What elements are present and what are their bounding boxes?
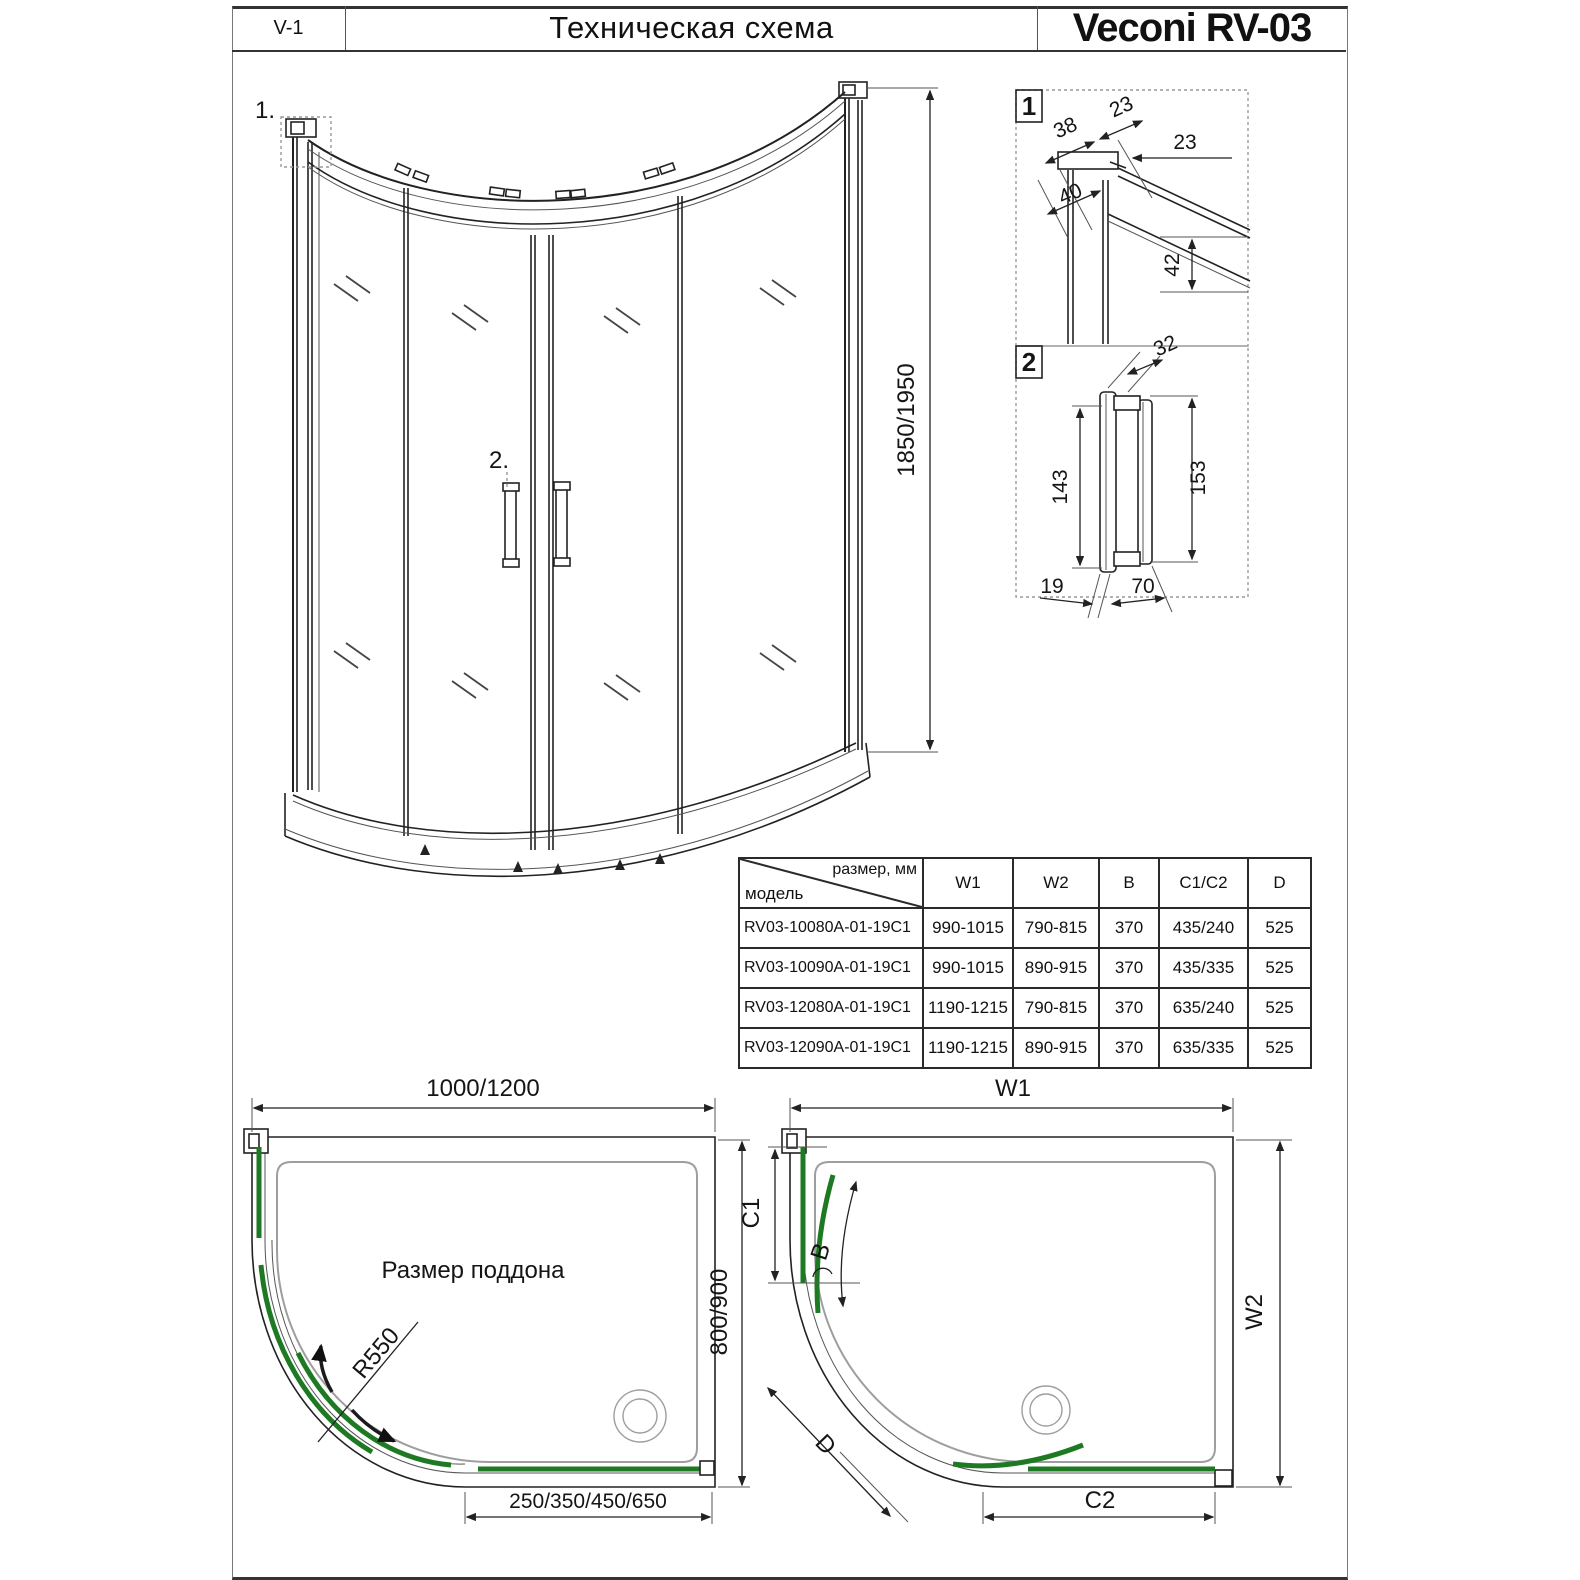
cell-w2: 790-815: [1012, 987, 1100, 1029]
cell-d: 525: [1247, 947, 1312, 989]
cell-d: 525: [1247, 1027, 1312, 1069]
panel-mullions: [403, 188, 683, 850]
wall-end-bracket: [699, 1460, 715, 1476]
table-row: RV03-12080A-01-19C1 1190-1215 790-815 37…: [738, 987, 1312, 1029]
cell-w1: 990-1015: [922, 947, 1014, 989]
right-post-cap: [838, 81, 868, 99]
tray-outline-right: [814, 1161, 1216, 1463]
col-b: B: [1098, 857, 1160, 909]
col-w2: W2: [1012, 857, 1100, 909]
handle-front-bar: [1099, 391, 1117, 573]
table-corner-cell: размер, мм модель: [738, 857, 924, 909]
door-bottom-guides: [420, 844, 665, 874]
col-d: D: [1247, 857, 1312, 909]
front-view: 1. 2. 1850/1950: [255, 81, 938, 878]
detail1-dim-38: 38: [1050, 113, 1081, 144]
cell-c1c2: 435/335: [1158, 947, 1249, 989]
plan-left: R550 Размер поддона 1000/1200 800/900 25…: [243, 1075, 750, 1524]
model-name: RV03-10080A-01-19C1: [738, 907, 924, 949]
glass-hatch-marks: [333, 275, 797, 701]
cell-d: 525: [1247, 907, 1312, 949]
left-post-cap: [285, 118, 317, 138]
col-w1: W1: [922, 857, 1014, 909]
callout-2-label: 2.: [489, 447, 509, 474]
model-name: RV03-10090A-01-19C1: [738, 947, 924, 989]
drain-left: [613, 1389, 667, 1443]
radius-label: R550: [347, 1323, 405, 1384]
detail2-dim-70: 70: [1131, 575, 1154, 598]
door-handles: [502, 481, 571, 568]
cell-b: 370: [1098, 987, 1160, 1029]
dim-w1: W1: [995, 1075, 1031, 1102]
corner-label-model: модель: [745, 884, 804, 903]
wall-end-bracket-right: [1214, 1469, 1233, 1487]
cell-w2: 790-815: [1012, 907, 1100, 949]
drain-right: [1021, 1385, 1071, 1435]
cell-w1: 1190-1215: [922, 1027, 1014, 1069]
brand-title: Veconi RV-03: [1037, 6, 1346, 50]
dim-b: B: [806, 1240, 837, 1264]
size-table: размер, мм модель W1 W2 B C1/C2 D RV03-1…: [738, 857, 1312, 1069]
detail1-dim-23-diag: 23: [1106, 92, 1137, 123]
sliding-doors-green-right: [800, 1147, 1215, 1472]
cell-w2: 890-915: [1012, 947, 1100, 989]
shower-tray-front: [284, 742, 871, 878]
detail2-dim-19: 19: [1040, 575, 1063, 598]
tray-outline: [276, 1161, 698, 1463]
detail1-dim-40: 40: [1055, 179, 1086, 210]
cell-c1c2: 635/240: [1158, 987, 1249, 1029]
page-frame: [232, 6, 1348, 1580]
tray-size-label: Размер поддона: [382, 1257, 566, 1284]
front-height-dim: 1850/1950: [893, 363, 920, 476]
door-direction-arrow-down: [350, 1408, 397, 1443]
corner-label-size: размер, мм: [832, 861, 917, 878]
callout-1-label: 1.: [255, 97, 275, 124]
detail1-dim-23-horiz: 23: [1173, 131, 1196, 154]
callout-1-box: [280, 116, 332, 168]
detail-2-number: 2: [1022, 347, 1036, 377]
model-name: RV03-12080A-01-19C1: [738, 987, 924, 1029]
door-direction-arrow-up: [311, 1343, 334, 1393]
dim-d: D: [810, 1429, 841, 1460]
plan-right: C1 B D C2 W2 W1: [738, 1075, 1292, 1524]
table-row: RV03-10080A-01-19C1 990-1015 790-815 370…: [738, 907, 1312, 949]
top-rail: [307, 91, 846, 202]
detail-1: 1 38 23 23 40: [1015, 89, 1251, 347]
diagonal-divider: [740, 859, 922, 907]
cell-b: 370: [1098, 947, 1160, 989]
page-title: Техническая схема: [549, 10, 834, 45]
detail-2: 2 32 143 153: [1015, 331, 1249, 619]
dim-c2: C2: [1085, 1487, 1116, 1514]
col-c1c2: C1/C2: [1158, 857, 1249, 909]
detail2-dim-143: 143: [1049, 469, 1072, 504]
door-rollers: [393, 161, 676, 200]
handle-grip-bar: [1137, 399, 1153, 565]
table-header-row: размер, мм модель W1 W2 B C1/C2 D: [738, 857, 1312, 909]
cell-w2: 890-915: [1012, 1027, 1100, 1069]
detail2-dim-153: 153: [1187, 460, 1210, 495]
sliding-doors-green: [256, 1147, 712, 1472]
title-block: V-1 Техническая схема Veconi RV-03: [232, 6, 1346, 52]
sheet-code: V-1: [232, 6, 346, 50]
plan-left-door-dim: 250/350/450/650: [509, 1490, 667, 1513]
cell-b: 370: [1098, 907, 1160, 949]
plan-left-depth-dim: 800/900: [706, 1269, 733, 1356]
cell-d: 525: [1247, 987, 1312, 1029]
cell-w1: 990-1015: [922, 907, 1014, 949]
dim-w2: W2: [1241, 1294, 1268, 1330]
detail2-dim-32: 32: [1150, 331, 1181, 362]
cell-b: 370: [1098, 1027, 1160, 1069]
cell-c1c2: 435/240: [1158, 907, 1249, 949]
plan-left-width-dim: 1000/1200: [426, 1075, 539, 1102]
detail-1-number: 1: [1022, 91, 1036, 121]
table-row: RV03-10090A-01-19C1 990-1015 890-915 370…: [738, 947, 1312, 989]
cell-c1c2: 635/335: [1158, 1027, 1249, 1069]
dim-c1: C1: [738, 1198, 765, 1229]
cell-w1: 1190-1215: [922, 987, 1014, 1029]
model-name: RV03-12090A-01-19C1: [738, 1027, 924, 1069]
detail1-dim-42: 42: [1161, 253, 1184, 276]
table-row: RV03-12090A-01-19C1 1190-1215 890-915 37…: [738, 1027, 1312, 1069]
